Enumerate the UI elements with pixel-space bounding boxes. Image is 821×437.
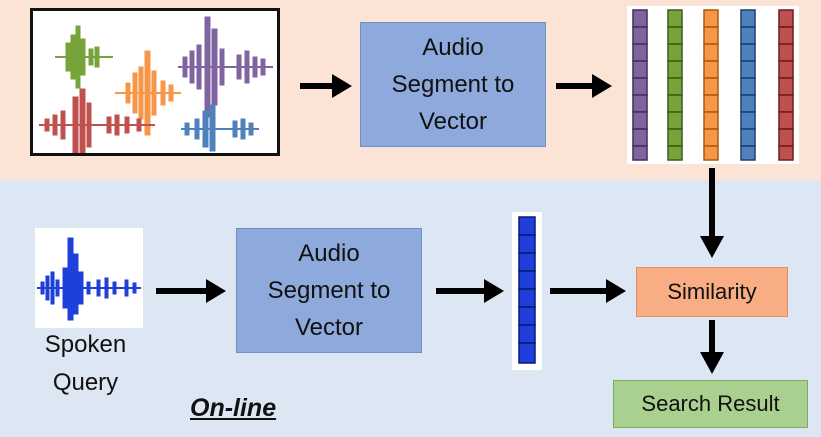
audio-segment-to-vector-box-offline: Audio Segment to Vector bbox=[360, 22, 546, 147]
search-result-label: Search Result bbox=[641, 391, 780, 416]
blue-waveform bbox=[181, 104, 259, 152]
process-label-line1: Audio bbox=[298, 240, 360, 267]
arrow-right-icon bbox=[436, 279, 504, 303]
query-label-line2: Query bbox=[52, 369, 119, 396]
vector-green bbox=[667, 9, 683, 161]
arrow-down-icon bbox=[700, 320, 724, 374]
vector-purple bbox=[632, 9, 648, 161]
process-label-line3: Vector bbox=[294, 314, 364, 341]
process-label-line2: Segment to bbox=[267, 277, 391, 304]
search-result-box: Search Result bbox=[613, 380, 808, 428]
arrow-down-icon bbox=[700, 168, 724, 258]
orange-waveform bbox=[115, 50, 181, 136]
waveform-collection-icon bbox=[39, 16, 273, 154]
green-waveform bbox=[55, 25, 113, 89]
red-waveform bbox=[39, 88, 155, 154]
purple-waveform bbox=[178, 16, 273, 118]
vector-columns-icon bbox=[632, 9, 794, 161]
database-vectors bbox=[627, 6, 799, 164]
similarity-box: Similarity bbox=[636, 267, 788, 317]
spoken-query-image bbox=[35, 228, 143, 328]
vector-orange bbox=[703, 9, 719, 161]
query-vector-icon bbox=[518, 216, 536, 364]
arrow-right-icon bbox=[300, 74, 352, 98]
process-label-line1: Audio bbox=[422, 34, 484, 61]
audio-segment-to-vector-box-online: Audio Segment to Vector bbox=[236, 228, 422, 353]
process-label-line3: Vector bbox=[418, 108, 488, 135]
vector-blue bbox=[740, 9, 756, 161]
similarity-label: Similarity bbox=[667, 279, 757, 304]
query-waveform-icon bbox=[37, 237, 141, 321]
query-vector bbox=[512, 212, 542, 370]
arrow-right-icon bbox=[156, 279, 226, 303]
query-label-line1: Spoken bbox=[44, 331, 127, 358]
vector-red bbox=[778, 9, 794, 161]
spoken-query-label: Spoken Query bbox=[18, 326, 153, 402]
arrow-right-icon bbox=[550, 279, 626, 303]
audio-collection-image bbox=[30, 8, 280, 156]
online-label: On-line bbox=[190, 394, 277, 422]
arrow-right-icon bbox=[556, 74, 612, 98]
process-label-line2: Segment to bbox=[391, 71, 515, 98]
